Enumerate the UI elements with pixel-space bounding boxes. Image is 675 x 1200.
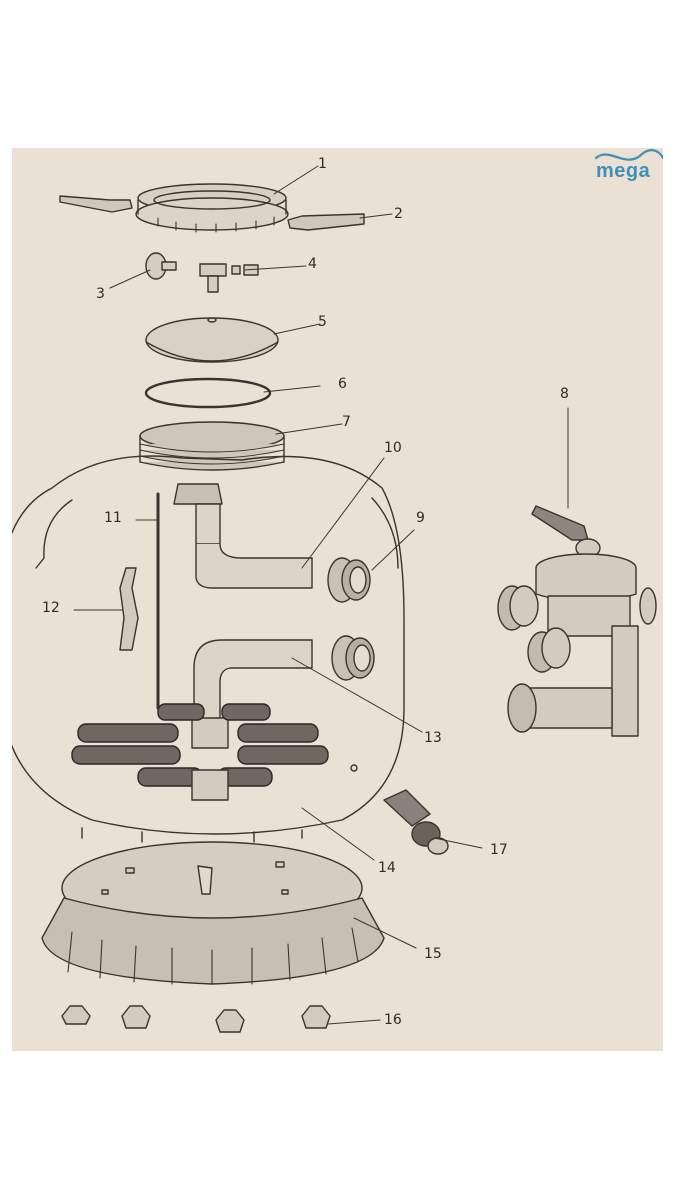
part-2-handle-left <box>59 195 133 213</box>
part-6-o-ring <box>144 377 272 409</box>
exploded-diagram <box>12 149 663 1033</box>
callout-17: 17 <box>490 842 508 858</box>
part-9-upper-port <box>327 557 371 603</box>
callout-14: 14 <box>378 860 396 876</box>
callout-5: 5 <box>318 314 327 330</box>
callout-4: 4 <box>308 256 317 272</box>
exploded-diagram-photo: mega 1 2 3 4 5 6 7 8 9 10 11 12 13 14 17… <box>12 148 663 1051</box>
callout-9: 9 <box>416 510 425 526</box>
leader-lines <box>73 165 569 1025</box>
part-14-laterals <box>71 703 329 801</box>
callout-1: 1 <box>318 156 327 172</box>
callout-3: 3 <box>96 286 105 302</box>
part-5-lid <box>145 317 279 363</box>
callout-8: 8 <box>560 386 569 402</box>
part-4-air-release-valve <box>199 263 259 293</box>
part-2-handle-right <box>287 213 365 231</box>
callout-12: 12 <box>42 600 60 616</box>
part-3-pressure-gauge <box>145 252 177 280</box>
callout-16: 16 <box>384 1012 402 1028</box>
lower-port <box>331 635 375 681</box>
part-7-neck <box>139 421 285 471</box>
brand-name: mega <box>596 160 651 182</box>
callout-15: 15 <box>424 946 442 962</box>
tank-body <box>12 455 405 843</box>
callout-11: 11 <box>104 510 122 526</box>
callout-10: 10 <box>384 440 402 456</box>
part-1-lock-ring <box>135 183 289 233</box>
callout-13: 13 <box>424 730 442 746</box>
part-15-base <box>41 841 385 985</box>
part-16-feet <box>61 1005 331 1033</box>
part-8-multiport-valve <box>497 505 657 737</box>
callout-2: 2 <box>394 206 403 222</box>
part-10-top-pipe <box>173 483 313 589</box>
part-13-lower-pipe <box>193 639 313 723</box>
part-17-sight-glass <box>383 789 449 855</box>
brand-logo-icon <box>594 149 663 161</box>
part-12-bracket <box>119 567 139 651</box>
callout-6: 6 <box>338 376 347 392</box>
callout-7: 7 <box>342 414 351 430</box>
